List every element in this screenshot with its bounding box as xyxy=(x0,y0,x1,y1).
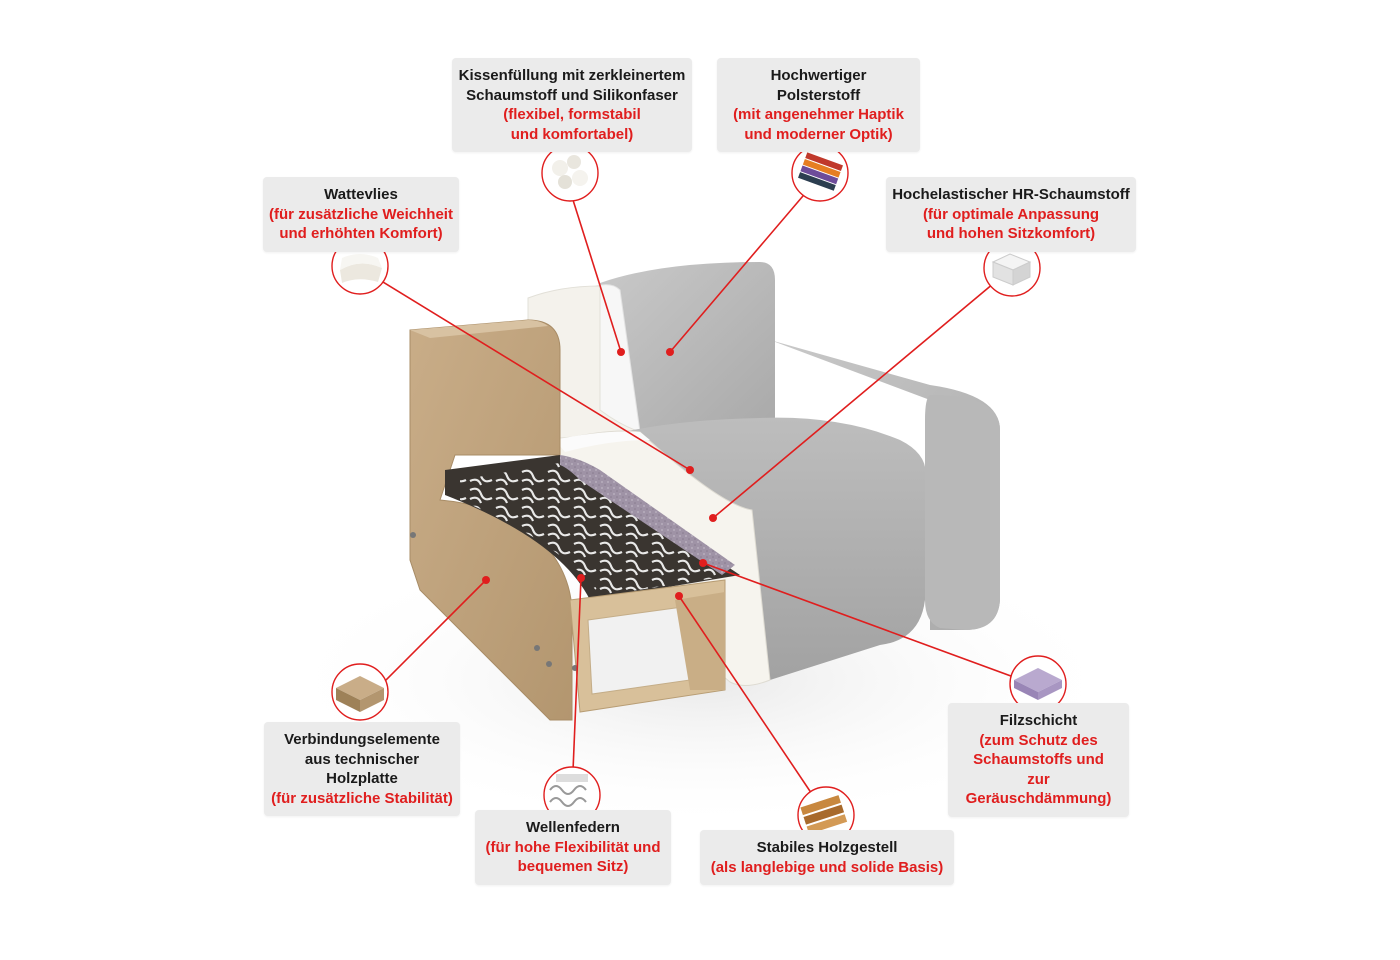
fabric-swatch-icon xyxy=(791,144,849,202)
chipboard-icon xyxy=(331,663,389,721)
foam-block-icon xyxy=(983,239,1041,297)
wave-spring-icon xyxy=(543,766,601,824)
callout-wattevlies: Wattevlies (für zusätzliche Weichheit un… xyxy=(263,177,459,252)
callout-verbindungselemente: Verbindungselemente aus technischer Holz… xyxy=(264,722,460,816)
felt-layer-icon xyxy=(1009,655,1067,713)
callout-kissenfuellung: Kissenfüllung mit zerkleinertem Schaumst… xyxy=(452,58,692,152)
shredded-foam-icon xyxy=(541,144,599,202)
wadding-icon xyxy=(331,237,389,295)
callout-hr-schaumstoff: Hochelastischer HR-Schaumstoff (für opti… xyxy=(886,177,1136,252)
callout-wellenfedern: Wellenfedern (für hohe Flexibilität und … xyxy=(475,810,671,885)
armrest-front xyxy=(925,395,1000,630)
leader-dots xyxy=(482,348,717,600)
callout-holzgestell: Stabiles Holzgestell (als langlebige und… xyxy=(700,830,954,885)
callout-filzschicht: Filzschicht (zum Schutz des Schaumstoffs… xyxy=(948,703,1129,817)
wood-planks-icon xyxy=(797,786,855,844)
back-cushion xyxy=(600,262,775,432)
felt-layer xyxy=(560,455,735,575)
wave-springs xyxy=(460,462,735,596)
callout-polsterstoff: Hochwertiger Polsterstoff (mit angenehme… xyxy=(717,58,920,152)
